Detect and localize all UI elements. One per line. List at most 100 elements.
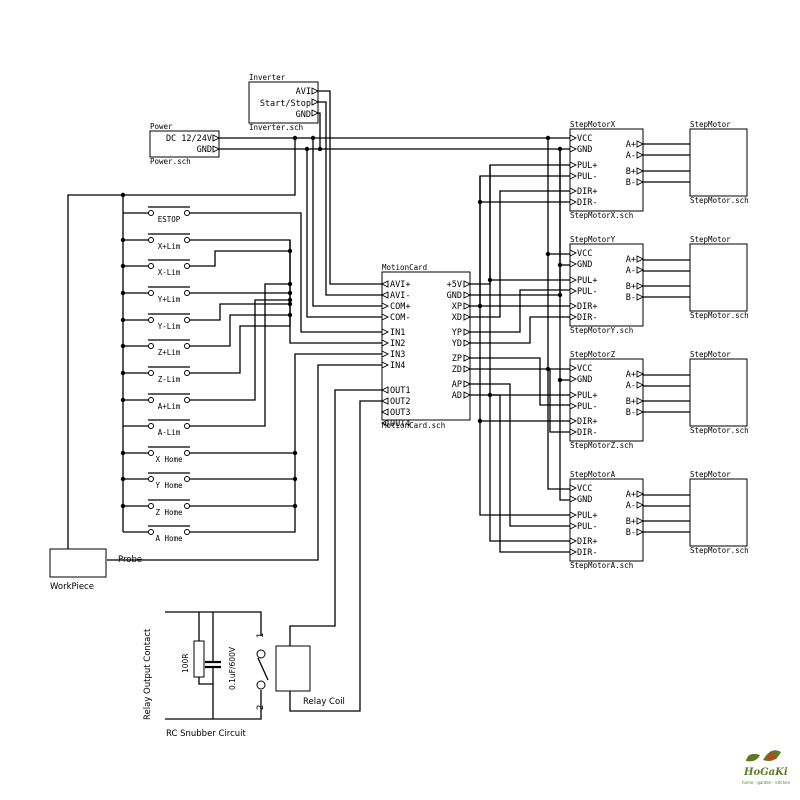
switch-label-estop: ESTOP	[158, 215, 181, 224]
relay-coil-label: Relay Coil	[303, 697, 345, 707]
driver-right-pin-label: B+	[626, 167, 636, 177]
switch-bank: ESTOP X+Lim X-Lim Y+Lim Y-Lim Z+Lim	[123, 206, 190, 543]
driver-left-pin-label: GND	[577, 495, 592, 505]
driver-title: StepMotorZ	[570, 350, 616, 359]
driver-left-pin-label: DIR+	[577, 417, 597, 427]
switch-label-xminus-lim: X-Lim	[158, 268, 181, 277]
mc-pin-gnd: GND	[447, 291, 462, 301]
driver-pin-marker	[569, 313, 578, 321]
mc-pin-xd: XD	[452, 313, 462, 323]
switch-label-z-home: Z Home	[155, 508, 183, 517]
motor-title: StepMotor	[690, 120, 731, 129]
driver-pin-marker	[569, 302, 578, 310]
driver-pin-marker	[569, 495, 578, 503]
driver-left-pin-label: GND	[577, 145, 592, 155]
driver-pin-marker	[569, 198, 578, 206]
driver-right-pin-label: B+	[626, 517, 636, 527]
driver-pin-marker	[636, 397, 645, 405]
mc-pin-out4: OUT4	[390, 419, 410, 429]
driver-title: StepMotorY	[570, 235, 616, 244]
contact-2-label: 2	[256, 705, 266, 710]
switch-aplus-lim: A+Lim	[123, 393, 190, 411]
driver-pin-marker	[636, 140, 645, 148]
switch-yplus-lim: Y+Lim	[123, 286, 190, 304]
driver-right-pin-label: B-	[626, 293, 636, 303]
driver-3: StepMotorAVCCGNDPUL+PUL-DIR+DIR-A+A-B+B-…	[569, 470, 749, 570]
switch-label-aplus-lim: A+Lim	[158, 402, 181, 411]
motor-title: StepMotor	[690, 350, 731, 359]
driver-left-pin-label: DIR-	[577, 198, 597, 208]
driver-pin-marker	[569, 287, 578, 295]
driver-1: StepMotorYVCCGNDPUL+PUL-DIR+DIR-A+A-B+B-…	[569, 235, 749, 335]
driver-pin-marker	[569, 172, 578, 180]
switch-label-zplus-lim: Z+Lim	[158, 348, 181, 357]
driver-pin-marker	[636, 381, 645, 389]
mc-pin-in1: IN1	[390, 328, 405, 338]
mc-pin-in3: IN3	[390, 350, 405, 360]
driver-left-pin-label: DIR-	[577, 313, 597, 323]
driver-right-pin-label: B-	[626, 408, 636, 418]
driver-left-pin-label: VCC	[577, 249, 592, 259]
driver-pin-marker	[636, 293, 645, 301]
relay-output-label: Relay Output Contact	[143, 628, 153, 720]
switch-aminus-lim: A-Lim	[123, 419, 190, 437]
mc-pin-out1: OUT1	[390, 386, 410, 396]
driver-pin-marker	[569, 417, 578, 425]
driver-left-pin-label: PUL+	[577, 391, 597, 401]
stepper-drivers: StepMotorXVCCGNDPUL+PUL-DIR+DIR-A+A-B+B-…	[569, 120, 749, 570]
driver-left-pin-label: PUL+	[577, 511, 597, 521]
driver-pin-marker	[569, 548, 578, 556]
switch-estop: ESTOP	[123, 206, 190, 224]
driver-pin-marker	[569, 187, 578, 195]
driver-pin-marker	[569, 375, 578, 383]
driver-left-pin-label: DIR-	[577, 548, 597, 558]
driver-pin-marker	[569, 428, 578, 436]
motor-box	[689, 478, 748, 547]
driver-pin-marker	[636, 517, 645, 525]
junctions	[120, 135, 563, 509]
motor-title: StepMotor	[690, 470, 731, 479]
resistor-label: 100R	[181, 653, 190, 673]
driver-left-pin-label: PUL-	[577, 287, 597, 297]
hogaki-logo: HoGaKi home - garden - kitchen	[742, 750, 791, 785]
mc-pin-out3: OUT3	[390, 408, 410, 418]
driver-box	[569, 478, 644, 562]
mc-pin-avi-minus: AVI-	[390, 291, 410, 301]
driver-title: StepMotorX	[570, 120, 616, 129]
driver-right-pin-label: A-	[626, 151, 636, 161]
inverter-pin-startstop: Start/Stop	[260, 99, 311, 109]
switch-label-a-home: A Home	[155, 534, 183, 543]
switch-y-home: Y Home	[123, 472, 190, 490]
driver-left-pin-label: PUL-	[577, 402, 597, 412]
driver-pin-marker	[636, 151, 645, 159]
driver-left-pin-label: VCC	[577, 364, 592, 374]
workpiece-label: WorkPiece	[50, 582, 94, 592]
driver-right-pin-label: A+	[626, 490, 636, 500]
driver-left-pin-label: GND	[577, 260, 592, 270]
power-pin-dc: DC 12/24V	[166, 134, 212, 144]
driver-pin-marker	[636, 528, 645, 536]
driver-pin-marker	[636, 255, 645, 263]
driver-file: StepMotorX.sch	[570, 211, 633, 220]
inverter-pin-avi: AVI	[296, 87, 311, 97]
mc-pin-5v: +5V	[447, 280, 462, 290]
driver-left-pin-label: VCC	[577, 134, 592, 144]
driver-pin-marker	[569, 364, 578, 372]
motor-file: StepMotor.sch	[690, 546, 749, 555]
power-file: Power.sch	[150, 157, 191, 166]
driver-pin-marker	[569, 511, 578, 519]
motor-file: StepMotor.sch	[690, 426, 749, 435]
motor-box	[689, 243, 748, 312]
switch-z-home: Z Home	[123, 499, 190, 517]
mc-pin-zp: ZP	[452, 354, 462, 364]
mc-pin-yd: YD	[452, 339, 462, 349]
motor-box	[689, 358, 748, 427]
driver-right-pin-label: A+	[626, 370, 636, 380]
resistor-symbol	[193, 640, 205, 678]
driver-pin-marker	[569, 249, 578, 257]
driver-right-pin-label: B-	[626, 178, 636, 188]
switch-label-aminus-lim: A-Lim	[158, 428, 181, 437]
mc-pin-com-minus: COM-	[390, 313, 410, 323]
mc-pin-in4: IN4	[390, 361, 405, 371]
